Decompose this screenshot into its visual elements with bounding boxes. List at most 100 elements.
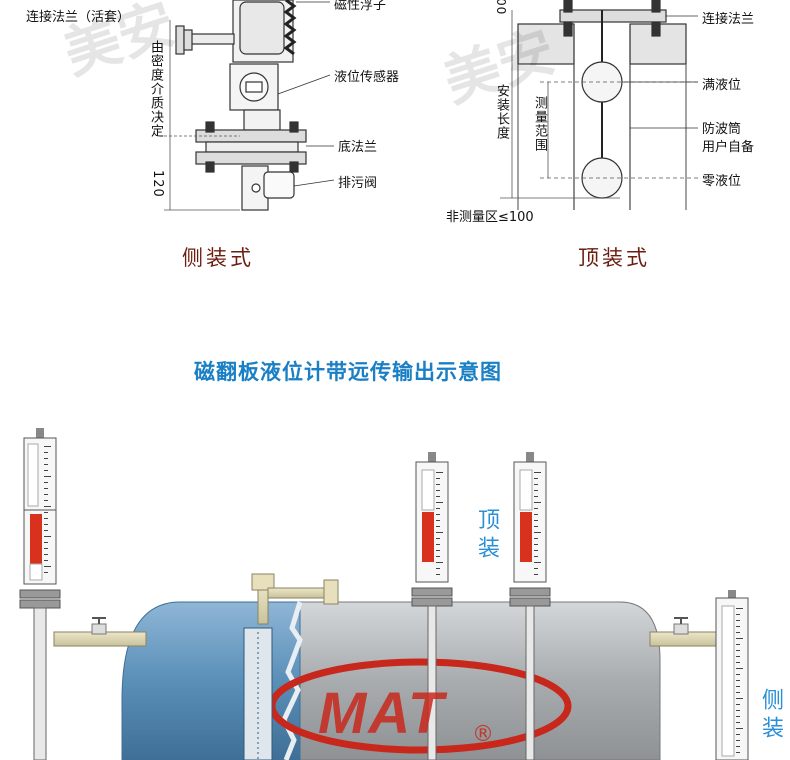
scale-tick: [534, 526, 538, 527]
scale-tick: [534, 472, 541, 473]
scale-tick: [736, 662, 740, 663]
scale-tick: [436, 538, 440, 539]
scale-tick: [736, 614, 740, 615]
scale-tick: [44, 518, 48, 519]
scale-tick: [44, 494, 48, 495]
scale-tick: [436, 502, 443, 503]
scale-tick: [44, 566, 51, 567]
scale-tick: [534, 538, 538, 539]
scale-tick: [44, 446, 51, 447]
gauge-right-side: [715, 590, 749, 760]
scale-tick: [534, 568, 538, 569]
label-zero-level: 零液位: [702, 174, 742, 189]
scale-tick: [44, 536, 51, 537]
scale-tick: [736, 728, 743, 729]
scale-tick: [44, 542, 48, 543]
scale-tick: [534, 496, 538, 497]
scale-tick: [44, 464, 48, 465]
scale-tick: [534, 550, 538, 551]
scale-tick: [44, 500, 48, 501]
scale-tick: [436, 478, 440, 479]
label-connect-flange: 连接法兰: [702, 12, 755, 27]
scale-tick: [736, 710, 740, 711]
scale-tick: [534, 514, 538, 515]
scale-tick: [44, 560, 48, 561]
label-density-dependent: 由密度介质决定: [148, 40, 163, 138]
scale-tick: [436, 472, 443, 473]
scale-tick: [436, 514, 440, 515]
section-title: 磁翻板液位计带远传输出示意图: [194, 360, 502, 384]
scale-tick: [436, 568, 440, 569]
scale-tick: [534, 502, 541, 503]
scale-tick: [736, 704, 740, 705]
label-level-sensor: 液位传感器: [334, 70, 400, 85]
scale-tick: [436, 520, 440, 521]
scale-tick: [44, 452, 48, 453]
caption-top-mount: 顶装式: [578, 246, 650, 270]
scale-tick: [736, 692, 740, 693]
scale-tick: [44, 512, 48, 513]
scale-tick: [534, 490, 538, 491]
scale-tick: [44, 506, 51, 507]
label-bottom-flange: 底法兰: [338, 140, 378, 155]
label-drain-valve: 排污阀: [338, 176, 378, 191]
scale-tick: [534, 532, 541, 533]
label-stilling-tube: 防波筒: [702, 122, 742, 137]
scale-tick: [736, 722, 740, 723]
label-install-length: 安装长度: [494, 84, 509, 140]
scale-tick: [436, 526, 440, 527]
mat-logo-text: MAT: [318, 681, 446, 746]
caption-side-mount: 侧装式: [182, 246, 254, 270]
scale-tick: [736, 644, 740, 645]
scale-tick: [436, 532, 443, 533]
scale-tick: [44, 458, 48, 459]
scale-tick: [736, 668, 743, 669]
scale-tick: [736, 650, 740, 651]
label-dim-top: 00: [494, 0, 508, 16]
label-measure-range: 测量范围: [532, 96, 547, 152]
label-dim-120: 120: [150, 170, 165, 198]
scale-tick: [736, 656, 740, 657]
scale-tick: [736, 734, 740, 735]
mat-logo-registered: ®: [472, 722, 494, 747]
gauge-top-2: [509, 452, 551, 760]
scale-tick: [534, 508, 538, 509]
scale-tick: [436, 562, 443, 563]
scale-tick: [44, 554, 48, 555]
label-top-mount: 顶装: [474, 508, 499, 564]
scale-tick: [736, 620, 740, 621]
label-full-level: 满液位: [702, 78, 742, 93]
scale-tick: [44, 548, 48, 549]
scale-tick: [44, 530, 48, 531]
label-user-supplied: 用户自备: [702, 140, 755, 155]
scale-tick: [736, 686, 740, 687]
scale-tick: [44, 572, 48, 573]
scale-tick: [534, 544, 538, 545]
label-magnetic-float: 磁性浮子: [334, 0, 387, 13]
scale-tick: [436, 556, 440, 557]
label-non-measure-zone: 非测量区≤100: [446, 210, 534, 225]
scale-tick: [436, 496, 440, 497]
scale-tick: [736, 746, 740, 747]
scale-tick: [44, 488, 48, 489]
scale-tick: [736, 716, 740, 717]
scale-tick: [436, 550, 440, 551]
scale-tick: [534, 478, 538, 479]
scale-tick: [534, 520, 538, 521]
scale-tick: [534, 484, 538, 485]
scale-tick: [736, 740, 740, 741]
scale-tick: [436, 484, 440, 485]
scale-tick: [736, 638, 743, 639]
label-connect-flange-loose: 连接法兰（活套）: [26, 10, 131, 25]
scale-tick: [534, 574, 538, 575]
scale-tick: [436, 490, 440, 491]
scale-tick: [534, 556, 538, 557]
scale-tick: [736, 674, 740, 675]
scale-tick: [736, 752, 740, 753]
scale-tick: [44, 524, 48, 525]
scale-tick: [436, 544, 440, 545]
scale-tick: [736, 698, 743, 699]
scale-tick: [44, 482, 48, 483]
